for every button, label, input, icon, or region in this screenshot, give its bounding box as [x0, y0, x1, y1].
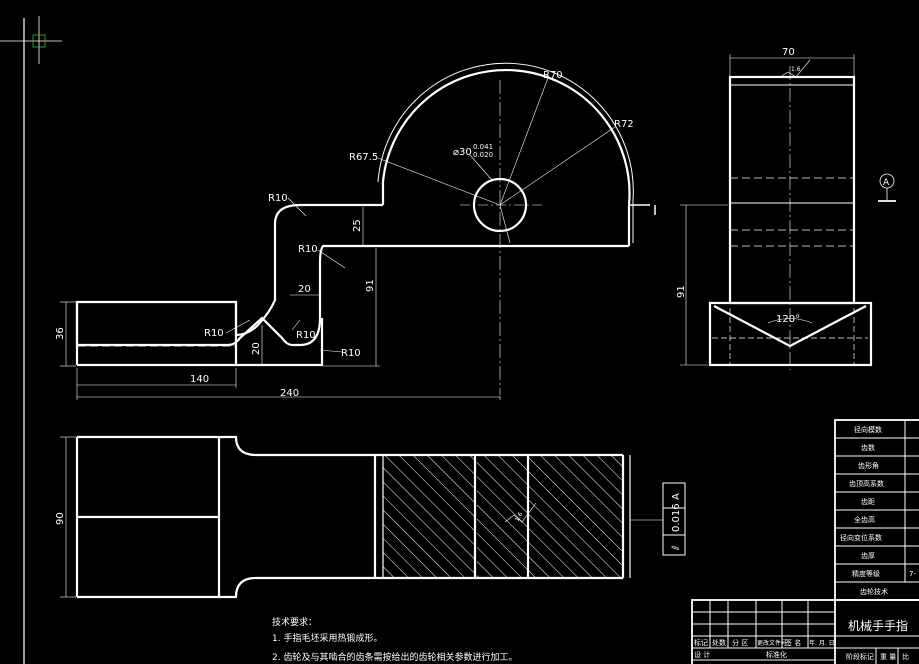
bore-upper-tolerance: 0.041 [473, 143, 493, 151]
radius-label: R10 [341, 348, 361, 359]
gear-param-name: 齿距 [861, 498, 875, 506]
top-view [60, 435, 686, 599]
tolerance-datum: A [671, 493, 682, 500]
title-row2-cell: 标准化 [766, 650, 787, 659]
title-row2-cell: 设 计 [694, 650, 710, 659]
side-width: 70 [782, 47, 795, 58]
side-surface-finish: 1.6 [791, 66, 801, 73]
gear-param-value: 7- [909, 570, 916, 578]
title-block [691, 599, 919, 664]
side-view [680, 54, 896, 370]
radius-label: R72 [614, 119, 634, 130]
dim-length-total: 240 [280, 388, 299, 399]
gear-param-name: 精度等级 [852, 569, 880, 578]
title-header-cell: 处数 [712, 638, 726, 647]
gear-table-footer: 齿轮技术 [860, 587, 888, 596]
gear-param-name: 全齿高 [854, 515, 875, 524]
title-header-cell: 年. 月. 日 [809, 639, 835, 647]
dim-total-height: 91 [365, 279, 376, 292]
radius-label: R10 [296, 330, 316, 341]
gear-param-name: 径向模数 [854, 425, 882, 434]
title-row3-cell: 阶段标记 [846, 652, 874, 661]
tolerance-value: 0.016 [671, 503, 682, 532]
crosshair-cursor[interactable] [0, 16, 62, 64]
radius-label: R10 [268, 193, 288, 204]
front-view [60, 62, 656, 400]
gear-param-name: 径向变位系数 [840, 533, 882, 542]
dim-length-left: 140 [190, 374, 209, 385]
title-header-cell: 分 区 [732, 638, 748, 647]
top-surface-finish: 1.6 [514, 511, 525, 523]
radius-label: R10 [298, 244, 318, 255]
notes-title: 技术要求： [272, 616, 317, 628]
tolerance-symbol: ⫽ [671, 545, 682, 551]
radius-label: R70 [543, 70, 563, 81]
title-row3-cell: 重 量 [880, 653, 896, 661]
gear-param-name: 齿形角 [858, 461, 879, 470]
top-width: 90 [55, 512, 66, 525]
dim-step-height: 25 [352, 219, 363, 232]
title-header-cell: 标记 [694, 638, 708, 647]
v-angle: 120° [776, 314, 800, 325]
title-header-cell: 更改文件号 [757, 639, 787, 647]
bore-lower-tolerance: 0.020 [473, 151, 493, 159]
notes-item: 1. 手指毛坯采用热锻成形。 [272, 632, 382, 644]
gear-param-name: 齿数 [861, 443, 875, 452]
side-height: 91 [676, 285, 687, 298]
title-row3-cell: 比 [902, 652, 909, 661]
dim-neck-width: 20 [298, 284, 311, 295]
drawing-title: 机械手手指 [848, 618, 908, 633]
datum-label: A [883, 178, 890, 188]
notes-item: 2. 齿轮及与其啮合的齿条需按给出的齿轮相关参数进行加工。 [272, 651, 517, 663]
dim-neck-height: 20 [251, 342, 262, 355]
dim-left-height: 36 [55, 327, 66, 340]
radius-label: R10 [204, 328, 224, 339]
title-header-cell: 签 名 [785, 638, 801, 647]
gear-param-name: 齿顶高系数 [849, 479, 884, 488]
bore-diameter: ⌀30 [453, 147, 472, 158]
gear-param-name: 齿厚 [861, 552, 875, 560]
radius-label: R67.5 [349, 152, 378, 163]
